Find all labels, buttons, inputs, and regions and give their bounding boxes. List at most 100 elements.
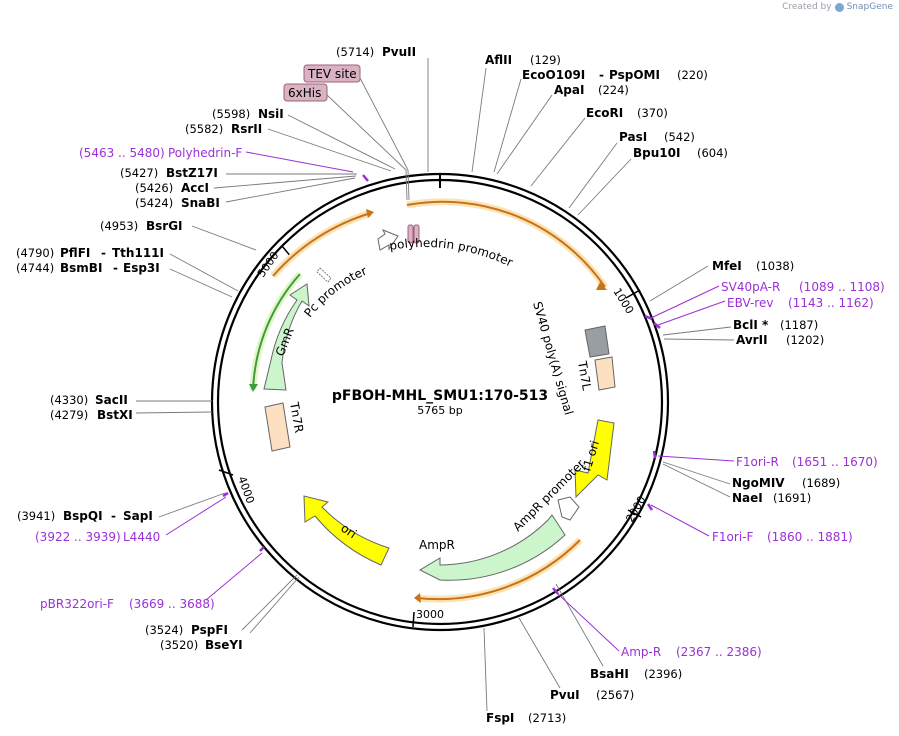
credit-brand: SnapGene	[846, 2, 893, 12]
site-naei: NaeI (1691)	[662, 463, 811, 505]
svg-text:2000: 2000	[623, 494, 648, 525]
svg-text:NaeI: NaeI	[732, 491, 763, 505]
plasmid-name: pFBOH-MHL_SMU1:170-513	[332, 388, 548, 404]
svg-text:BclI *: BclI *	[733, 318, 769, 332]
svg-text:TEV site: TEV site	[307, 67, 357, 81]
site-avrii: AvrII (1202)	[663, 333, 824, 347]
svg-text:(2367 .. 2386): (2367 .. 2386)	[676, 645, 762, 659]
svg-text:(5463 .. 5480): (5463 .. 5480)	[79, 146, 165, 160]
site-pspfi: (3524) PspFI	[145, 574, 298, 637]
svg-text:MfeI: MfeI	[712, 259, 742, 273]
svg-text:(1860 .. 1881): (1860 .. 1881)	[767, 530, 853, 544]
svg-text:Amp-R: Amp-R	[621, 645, 661, 659]
snapgene-credit: Created by SnapGene	[782, 2, 893, 12]
svg-text:BstZ17I: BstZ17I	[166, 166, 218, 180]
site-pvuii: (5714) PvuII	[336, 45, 429, 172]
svg-text:BspQI: BspQI	[63, 509, 103, 523]
gmr-feature	[263, 283, 310, 391]
f1-ori-feature	[574, 419, 615, 499]
label-pc-promoter: Pc promoter	[301, 264, 369, 320]
tag-tev-site: TEV site	[303, 64, 410, 201]
svg-text:EcoRI: EcoRI	[586, 106, 623, 120]
label-polyhedrin-promoter: polyhedrin promoter	[388, 236, 515, 270]
site-ecori: EcoRI (370)	[530, 106, 668, 187]
site-bsmbi: (4744) BsmBI - Esp3I	[16, 261, 233, 298]
svg-text:NsiI: NsiI	[258, 107, 284, 121]
tag-6xhis: 6xHis	[283, 83, 408, 201]
svg-text:BsmBI: BsmBI	[60, 261, 102, 275]
svg-text:(4330): (4330)	[50, 393, 88, 407]
svg-text:BseYI: BseYI	[205, 638, 243, 652]
orf-top-arc	[406, 200, 606, 288]
svg-text:(4790): (4790)	[16, 246, 54, 260]
ampr-feature	[418, 514, 566, 581]
site-apai: ApaI (224)	[496, 83, 629, 175]
site-pvui: PvuI (2567)	[518, 617, 634, 702]
sixhis-feature	[413, 224, 420, 244]
svg-text:(1089 .. 1108): (1089 .. 1108)	[799, 280, 885, 294]
svg-text:BstXI: BstXI	[97, 408, 133, 422]
svg-text:(1202): (1202)	[786, 333, 824, 347]
primer-polyhedrin-f: (5463 .. 5480) Polyhedrin-F	[79, 146, 369, 182]
tn7l-feature	[594, 356, 616, 391]
svg-text:SV40pA-R: SV40pA-R	[721, 280, 780, 294]
site-mfei: MfeI (1038)	[649, 259, 794, 302]
site-ngomiv: NgoMIV (1689)	[662, 461, 840, 490]
ori-feature	[303, 495, 390, 566]
svg-text:(604): (604)	[697, 146, 728, 160]
svg-text:Bpu10I: Bpu10I	[633, 146, 680, 160]
svg-text:(2567): (2567)	[596, 688, 634, 702]
pc-promoter-feature	[316, 267, 332, 283]
site-ecoo109i: EcoO109I - PspOMI (220)	[493, 68, 708, 173]
svg-text:Polyhedrin-F: Polyhedrin-F	[168, 146, 242, 160]
primer-ebv-rev: EBV-rev (1143 .. 1162)	[653, 296, 874, 329]
site-bstz17i: (5427) BstZ17I	[120, 166, 357, 180]
svg-text:(370): (370)	[637, 106, 668, 120]
site-bspqi: (3941) BspQI - SapI	[17, 492, 226, 523]
primer-pbr322ori-f: pBR322ori-F (3669 .. 3688)	[40, 546, 265, 611]
svg-text:(1651 .. 1670): (1651 .. 1670)	[792, 455, 878, 469]
gmr-orf-arrowhead-icon	[249, 384, 258, 392]
svg-text:(5424): (5424)	[135, 196, 173, 210]
svg-text:F1ori-R: F1ori-R	[736, 455, 779, 469]
primer-amp-r: Amp-R (2367 .. 2386)	[552, 587, 762, 659]
label-tn7r: Tn7R	[287, 400, 306, 434]
site-rsrii: (5582) RsrII	[185, 122, 392, 172]
svg-text:6xHis: 6xHis	[288, 86, 321, 100]
site-nsii: (5598) NsiI	[212, 107, 396, 170]
svg-text:FspI: FspI	[486, 711, 514, 725]
svg-text:(3524): (3524)	[145, 623, 183, 637]
svg-text:(1038): (1038)	[756, 259, 794, 273]
primer-sv40pa-r: SV40pA-R (1089 .. 1108)	[644, 280, 885, 321]
gmr-orf-arc	[252, 273, 301, 391]
tick-1000: 1000	[610, 286, 641, 316]
svg-text:3000: 3000	[416, 608, 444, 621]
svg-text:(5598): (5598)	[212, 107, 250, 121]
orf-bottom-arrowhead-icon	[414, 593, 421, 603]
snapgene-logo-icon	[834, 2, 844, 12]
svg-text:(5427): (5427)	[120, 166, 158, 180]
plasmid-length: 5765 bp	[417, 404, 462, 417]
site-bpu10i: Bpu10I (604)	[577, 146, 728, 216]
svg-text:F1ori-F: F1ori-F	[712, 530, 753, 544]
tev-site-feature	[407, 224, 414, 244]
svg-text:(1187): (1187)	[780, 318, 818, 332]
site-bstxi: (4279) BstXI	[50, 408, 213, 422]
site-bsrgi: (4953) BsrGI	[100, 219, 257, 251]
svg-text:(1689): (1689)	[802, 476, 840, 490]
label-ampr: AmpR	[419, 538, 455, 552]
site-bcli: BclI * (1187)	[662, 318, 818, 336]
svg-text:Esp3I: Esp3I	[123, 261, 160, 275]
svg-text:(3941): (3941)	[17, 509, 55, 523]
svg-text:(4744): (4744)	[16, 261, 54, 275]
label-tn7l: Tn7L	[575, 359, 594, 392]
svg-text:(1143 .. 1162): (1143 .. 1162)	[788, 296, 874, 310]
svg-text:(5582): (5582)	[185, 122, 223, 136]
svg-text:PflFI: PflFI	[60, 246, 90, 260]
svg-text:(129): (129)	[530, 53, 561, 67]
svg-text:(2713): (2713)	[528, 711, 566, 725]
svg-text:(5714): (5714)	[336, 45, 374, 59]
primer-l4440: (3922 .. 3939) L4440	[35, 491, 229, 544]
orf-left-arrowhead-icon	[366, 209, 374, 218]
site-bseyi: (3520) BseYI	[160, 576, 300, 652]
